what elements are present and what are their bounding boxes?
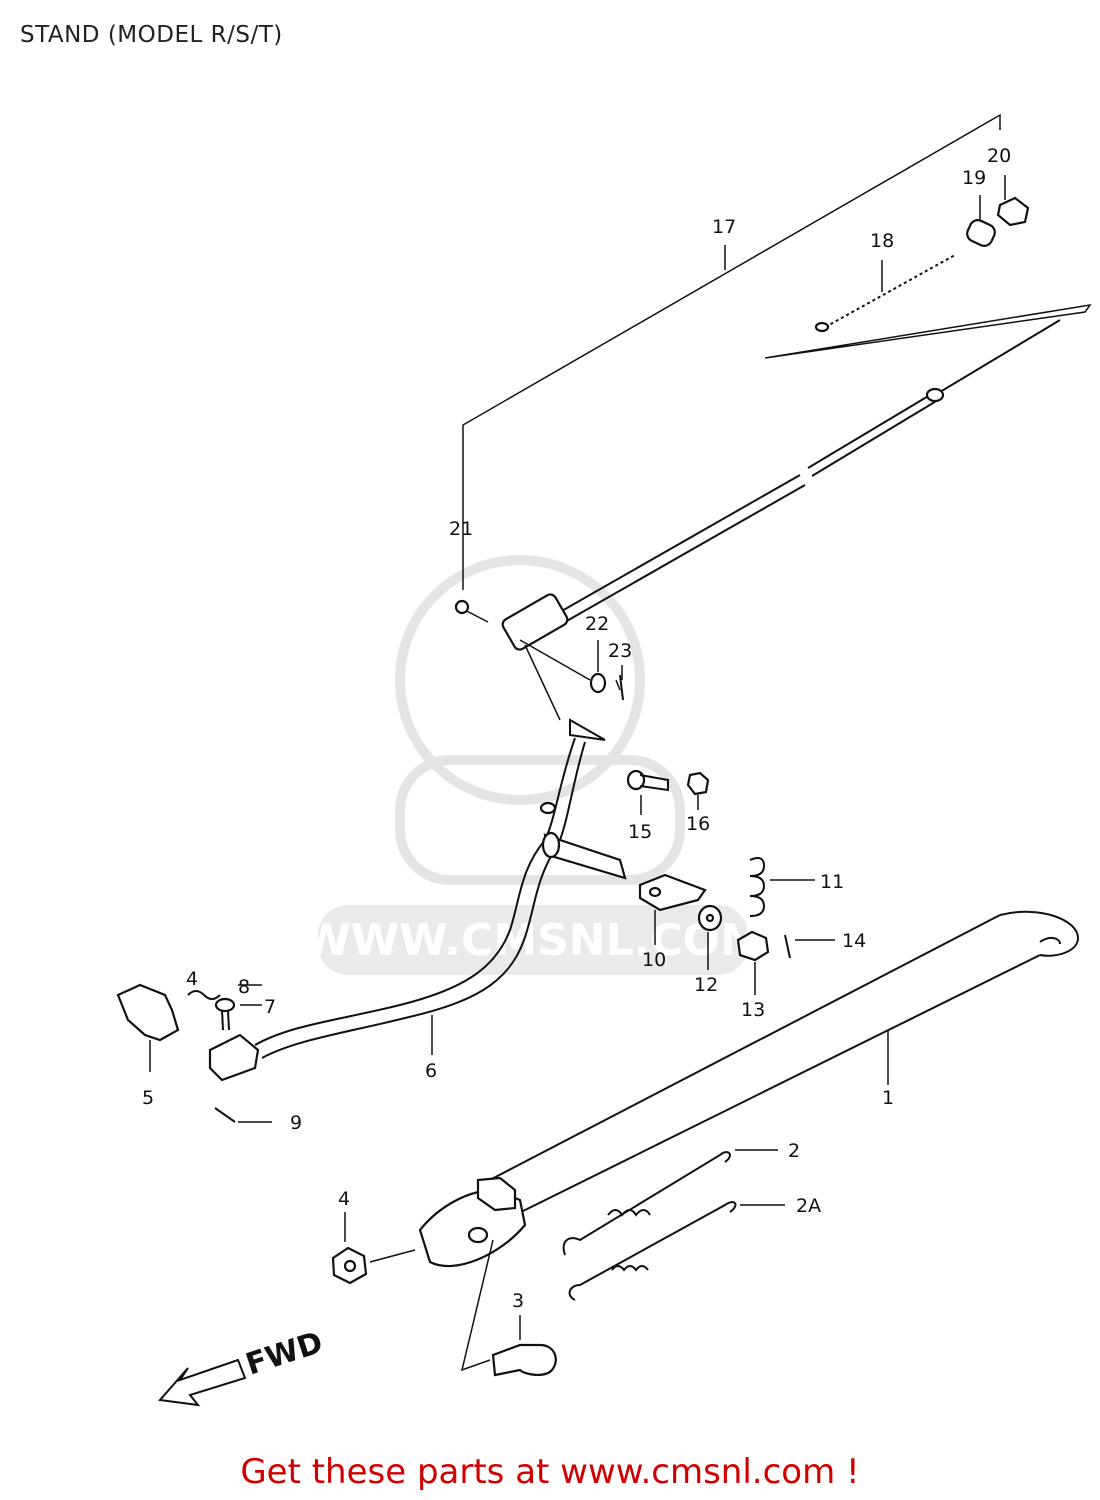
bracket-5 (116, 983, 180, 1072)
callout-5: 5 (142, 1087, 154, 1109)
callout-23: 23 (608, 640, 632, 662)
fwd-label: FWD (242, 1325, 327, 1383)
callout-15: 15 (628, 821, 652, 843)
bolt-3 (491, 1343, 557, 1377)
spring-11 (749, 857, 766, 917)
callout-20: 20 (987, 145, 1011, 167)
callout-13: 13 (741, 999, 765, 1021)
callout-6: 6 (425, 1060, 437, 1082)
nut-4-lower (331, 1246, 368, 1285)
stand-cable (559, 319, 1061, 623)
callout-4-lower: 4 (338, 1188, 350, 1210)
callout-8: 8 (238, 976, 250, 998)
stand-lever-6 (208, 718, 627, 1082)
watermark-text: WWW.CMSNL.COM (302, 915, 764, 966)
washer-12 (697, 904, 723, 932)
cable-bracket-17 (462, 113, 1092, 590)
callout-16: 16 (686, 813, 710, 835)
callout-21: 21 (449, 518, 473, 540)
callout-1: 1 (882, 1087, 894, 1109)
callout-7: 7 (264, 996, 276, 1018)
callout-19: 19 (962, 167, 986, 189)
diagram-subtitle: STAND (MODEL R/S/T) (20, 22, 283, 48)
pin-14 (784, 934, 791, 959)
cotter-pin-23 (615, 674, 624, 701)
fwd-arrow-icon: FWD (158, 1325, 327, 1407)
callout-22: 22 (585, 613, 609, 635)
callout-14: 14 (842, 930, 866, 952)
callout-2a: 2A (796, 1195, 821, 1217)
cable-spring-18 (814, 254, 956, 333)
plate-10 (638, 873, 707, 912)
callout-17: 17 (712, 216, 736, 238)
stand-spring-2a (568, 1201, 737, 1301)
leader-lines (238, 175, 1006, 1372)
callout-11: 11 (820, 871, 844, 893)
cable-adjuster-19 (966, 219, 996, 247)
nut-16 (686, 771, 710, 796)
callout-10: 10 (642, 949, 666, 971)
callout-4-upper: 4 (186, 968, 198, 990)
callout-2: 2 (788, 1140, 800, 1162)
cable-nut-20 (996, 196, 1030, 227)
side-stand-1 (418, 910, 1080, 1268)
stand-spring-2 (562, 1151, 731, 1256)
washer-22 (589, 672, 607, 694)
cable-clevis (454, 593, 569, 651)
nut-13 (736, 930, 770, 962)
pin-7 (214, 997, 236, 1031)
spring-8 (187, 990, 221, 1000)
callout-3: 3 (512, 1290, 524, 1312)
footer-link[interactable]: Get these parts at www.cmsnl.com ! (240, 1452, 860, 1492)
callout-12: 12 (694, 974, 718, 996)
callout-labels: 1 2 2A 3 4 4 5 6 7 8 9 10 11 12 13 14 15… (142, 145, 1011, 1312)
pin-9 (214, 1107, 236, 1123)
callout-18: 18 (870, 230, 894, 252)
bolt-15 (626, 769, 669, 792)
callout-9: 9 (290, 1112, 302, 1134)
